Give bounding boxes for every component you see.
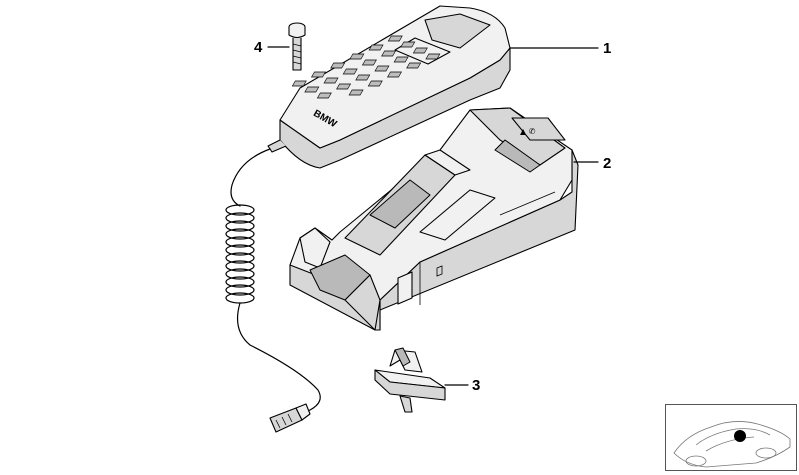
handset[interactable]: BMW	[267, 5, 511, 169]
part-label-2[interactable]: 2	[603, 155, 611, 172]
part-label-1[interactable]: 1	[603, 40, 611, 57]
location-marker-icon	[734, 430, 746, 442]
cradle-symbol: ▲ ✆	[520, 127, 536, 136]
part-label-4[interactable]: 4	[254, 39, 263, 56]
part-label-3[interactable]: 3	[472, 377, 480, 394]
car-outline-icon	[673, 421, 791, 468]
screw[interactable]	[288, 22, 306, 71]
coiled-cable	[225, 148, 321, 433]
clip[interactable]	[374, 347, 446, 413]
handset-cradle[interactable]: ▲ ✆	[289, 107, 579, 331]
keypad	[291, 35, 441, 99]
car-location-thumbnail[interactable]	[665, 404, 797, 471]
